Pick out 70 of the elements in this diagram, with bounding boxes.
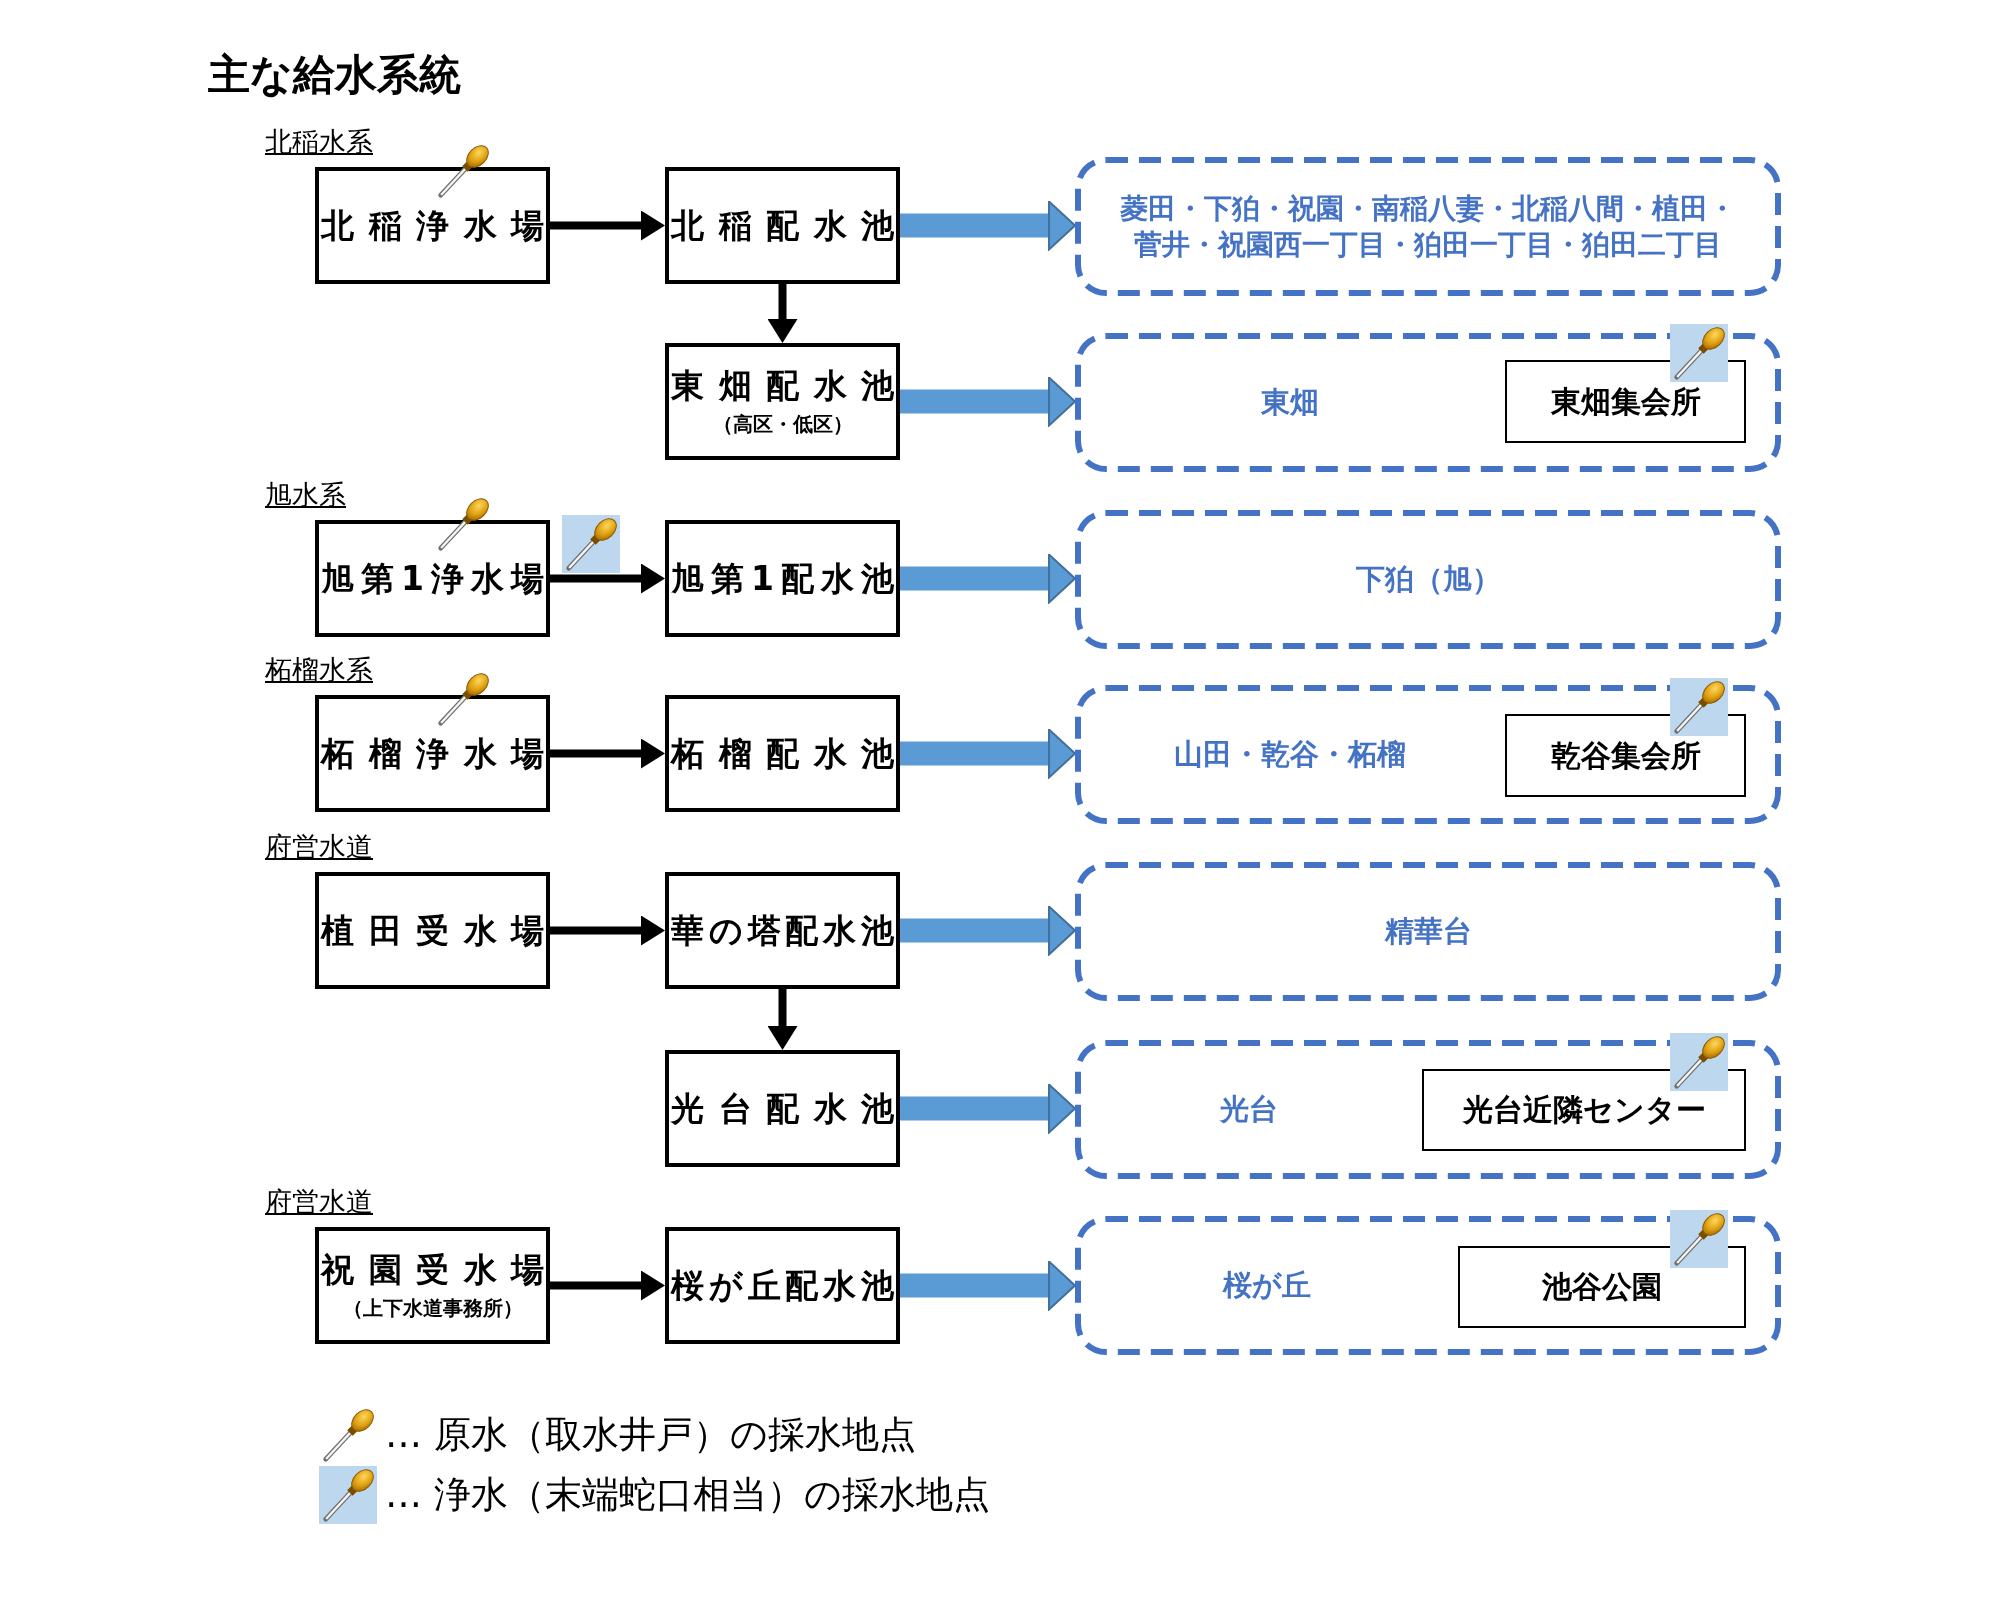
area-label: 光台 [1219,1090,1278,1128]
sampling-site-box [1422,1069,1746,1151]
site-label: 乾谷集会所 [1550,737,1701,774]
site-label: 光台近隣センター [1462,1092,1706,1128]
process-box [665,1227,900,1344]
box-sublabel: （上下水道事務所） [342,1296,523,1321]
area-label: 菱田・下狛・祝園・南稲八妻・北稲八間・植田・菅井・祝園西一丁目・狛田一丁目・狛田二丁目 [1119,190,1737,263]
box-sublabel: （高区・低区） [712,412,853,437]
box-label: 北稲配水池 [669,206,895,245]
service-area-box [1075,1216,1781,1355]
area-label: 下狛（旭） [1355,560,1501,598]
block-arrow [900,1083,1076,1134]
box-label: 北稲浄水場 [319,206,545,245]
process-box [665,343,900,460]
arrow [550,738,665,769]
sampling-site-box [1505,360,1746,443]
service-area-box [1075,157,1781,296]
arrow [550,915,665,946]
system-label: 柘榴水系 [265,654,373,687]
site-label: 池谷公園 [1542,1269,1662,1305]
arrow [550,1270,665,1301]
sampling-site-box [1458,1246,1746,1328]
system-label: 府営水道 [265,831,373,864]
box-label: 柘榴浄水場 [319,734,545,773]
legend-label: … 原水（取水井戸）の採水地点 [385,1412,916,1458]
box-label: 桜が丘配水池 [669,1266,895,1305]
area-label: 精華台 [1384,912,1472,950]
process-box [315,1227,550,1344]
box-label: 植田受水場 [319,911,545,950]
process-box [665,1050,900,1167]
box-label: 柘榴配水池 [669,734,895,773]
box-label: 旭第1浄水場 [320,559,545,598]
system-label: 旭水系 [265,479,346,512]
box-label: 祝園受水場 [319,1250,545,1289]
block-arrow [900,728,1076,779]
area-label: 東畑 [1261,383,1319,421]
arrow [550,210,665,241]
process-box [315,167,550,284]
process-box [315,520,550,637]
block-arrow [900,376,1076,427]
process-box [665,520,900,637]
service-area-box [1075,510,1781,649]
sampling-site-box [1505,714,1746,797]
block-arrow [900,1260,1076,1311]
block-arrow [900,200,1076,251]
arrow [767,989,798,1050]
service-area-box [1075,333,1781,472]
service-area-box [1075,862,1781,1001]
service-area-box [1075,685,1781,824]
box-label: 光台配水池 [669,1089,895,1128]
block-arrow [900,905,1076,956]
service-area-box [1075,1040,1781,1179]
process-box [665,167,900,284]
box-label: 旭第1配水池 [670,559,895,598]
process-box [315,695,550,812]
process-box [665,695,900,812]
process-box [315,872,550,989]
site-label: 東畑集会所 [1550,383,1701,420]
box-label: 東畑配水池 [670,366,895,405]
block-arrow [900,553,1076,604]
box-label: 華の塔配水池 [670,911,895,950]
legend-label: … 浄水（末端蛇口相当）の採水地点 [385,1472,990,1518]
process-box [665,872,900,989]
diagram-title: 主な給水系統 [208,50,461,101]
system-label: 北稲水系 [265,126,373,159]
arrow [767,284,798,343]
system-label: 府営水道 [265,1186,373,1219]
area-label: 山田・乾谷・柘榴 [1174,735,1406,773]
area-label: 桜が丘 [1222,1266,1311,1304]
arrow [550,563,665,594]
